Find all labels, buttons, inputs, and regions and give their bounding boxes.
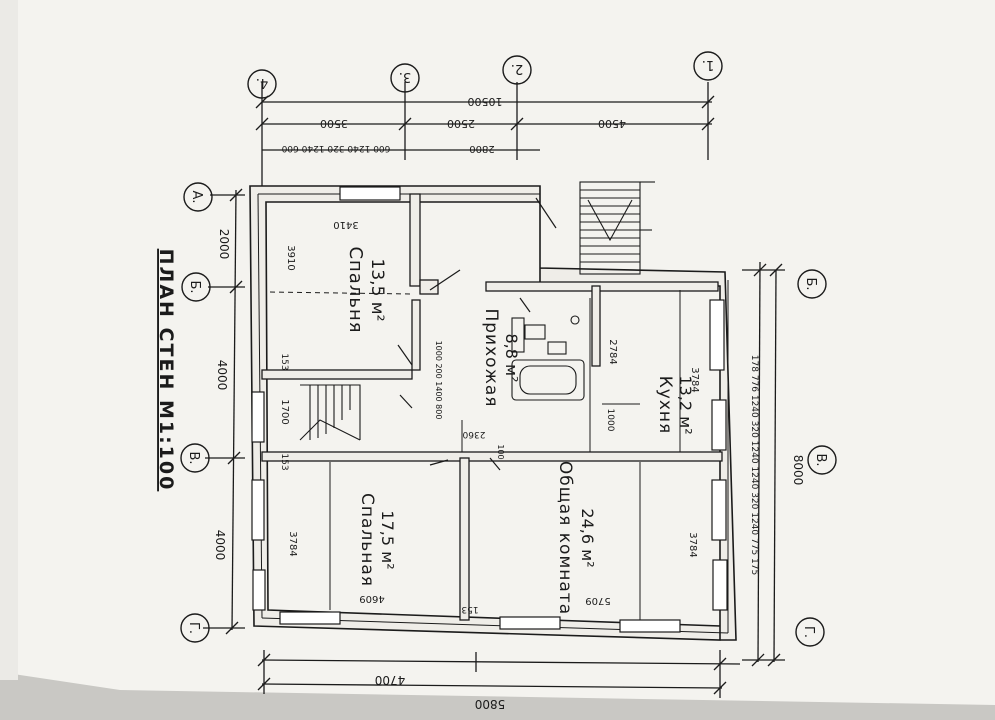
internal-walls [261,193,723,621]
paper-shadow-edge [0,672,995,720]
dim-inner-4609: 4609 [359,593,384,604]
room-name-bedroom1: Спальня [345,246,366,333]
room-area-bedroom1: 13,5 м² [367,259,387,322]
dim-inner-1000a: 1000 [605,409,615,432]
plan-title: ПЛАН СТЕН М1:100 [155,249,177,492]
windows [251,186,728,633]
axis-label-2: 2. [511,61,523,76]
axis-label-1: 1. [702,57,714,72]
axis-label-G-right: Г. [801,626,816,638]
dim-span-4-3: 3500 [320,117,348,130]
right-dimension-chain [742,261,785,667]
dim-vert-4700: 4700 [375,673,406,687]
entrance-stair [579,181,655,275]
dim-inner-153a: 153 [279,353,289,370]
dim-inner-153b: 153 [279,453,289,470]
axis-label-V: В. [186,451,201,464]
axis-marker-3 [390,63,420,93]
left-dimension-line [203,188,245,635]
axis-marker-A [183,182,213,212]
room-area-common: 24,6 м² [578,508,597,567]
dim-inner-3784a: 3784 [287,531,298,556]
kitchen-dimension-ticks [329,290,681,620]
interior-stair [299,384,361,441]
dim-vert-4000-bottom: 4000 [213,530,227,561]
dim-span-2-1: 4500 [598,117,626,130]
axis-marker-V-right [807,445,837,475]
dim-detail-left: 600 1240 320 1240 600 [281,143,390,153]
dim-detail-2800: 2800 [469,143,494,154]
top-dimension-chain [255,82,715,190]
room-area-hall: 8,8 м² [502,333,521,382]
dim-inner-153c: 153 [461,604,478,614]
dim-inner-100: 100 [496,444,505,459]
dim-vert-2000: 2000 [217,229,231,260]
dim-inner-1700: 1700 [279,399,290,424]
dim-inner-3910: 3910 [285,245,296,270]
axis-label-3: 3. [399,69,411,84]
room-name-kitchen: Кухня [655,376,675,435]
axis-label-G: Г. [186,622,201,634]
dim-vert-5800: 5800 [475,697,506,711]
room-name-bedroom2: Спальная [357,493,377,587]
dim-inner-2784: 2784 [607,339,618,364]
axis-label-B: Б. [187,280,202,293]
axis-label-B-right: Б. [803,277,818,290]
room-area-kitchen: 13,2 м² [676,375,695,434]
axis-label-A: А. [189,190,204,203]
dim-inner-2360: 2360 [462,429,485,439]
axis-marker-B-right [797,269,827,299]
dim-inner-3784c: 3784 [689,367,700,392]
dim-inner-stack: 1000 200 1400 800 [434,341,443,420]
paper-left-margin [0,0,18,680]
room-name-common: Общая комната [555,461,575,615]
bathroom-fixtures [511,315,585,401]
axis-label-4: 4. [256,75,268,90]
dim-span-3-2: 2500 [447,117,475,130]
axis-marker-2 [502,55,532,85]
bottom-dimension-lines [257,650,741,698]
axis-marker-V [180,443,210,473]
dim-inner-3410: 3410 [333,219,358,230]
dim-vert-4000-top: 4000 [215,360,229,391]
axis-marker-1 [693,51,723,81]
dim-inner-5709: 5709 [585,595,610,606]
dim-vert-8000: 8000 [791,455,805,486]
axis-marker-G [180,613,210,643]
axis-label-V-right: В. [813,453,828,466]
dim-bottom-chain: 178 776 1240 320 1240 1240 320 1240 775 … [749,355,759,575]
dim-inner-3784b: 3784 [687,532,698,557]
room-name-hall: Прихожая [481,308,501,407]
door-swings [397,197,557,471]
axis-marker-B [181,272,211,302]
room-area-bedroom2: 17,5 м² [378,510,397,569]
dim-total-horizontal: 10500 [468,95,503,108]
axis-marker-G-right [795,617,825,647]
axis-marker-4 [247,69,277,99]
